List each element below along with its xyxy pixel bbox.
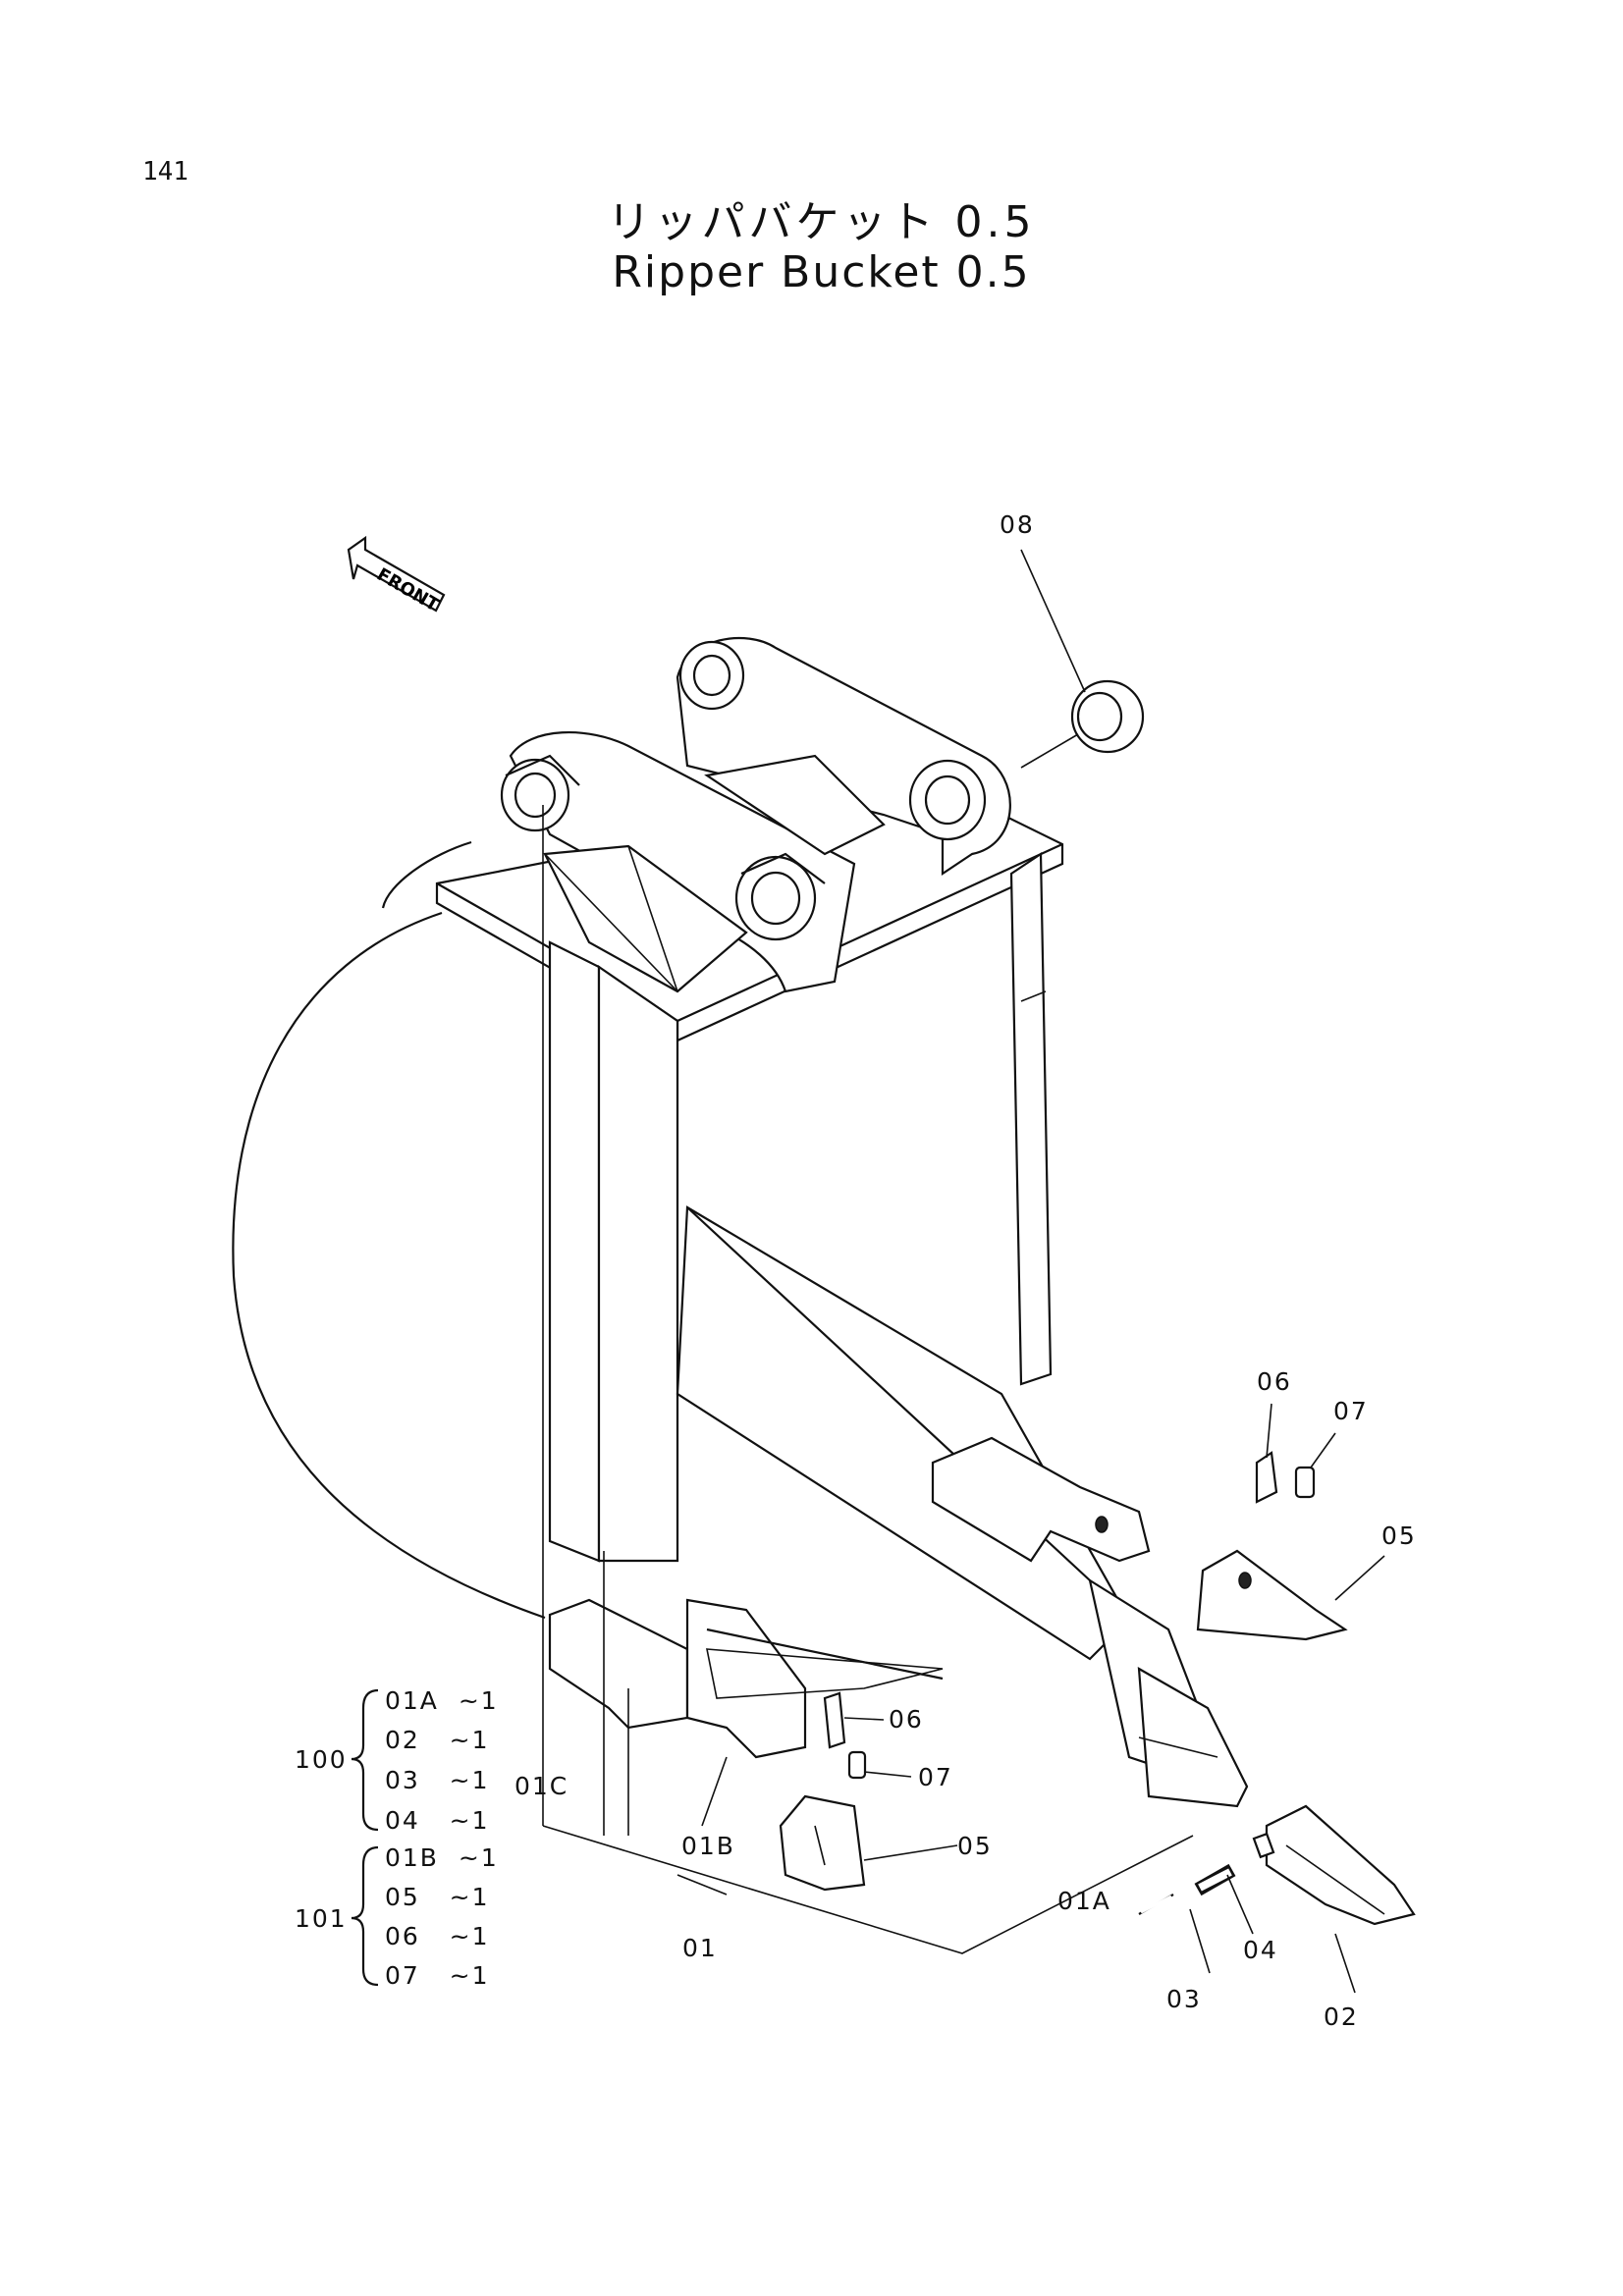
callout-07-mid: 07 [918, 1763, 953, 1791]
assembly-100-part-4: 04 ~1 [385, 1806, 490, 1835]
adapter-01A [1139, 1669, 1247, 1806]
pin-06-mid [825, 1693, 844, 1747]
assembly-number-100: 100 [295, 1745, 348, 1774]
callout-03: 03 [1166, 1985, 1202, 2013]
right-shank [1011, 854, 1051, 1384]
assembly-100-part-3: 03 ~1 [385, 1766, 490, 1794]
assembly-101-part-2: 05 ~1 [385, 1883, 490, 1911]
assembly-brace-101 [352, 1847, 378, 1985]
assembly-100-part-1: 01A ~1 [385, 1686, 499, 1715]
lock-07-mid [849, 1752, 865, 1778]
front-arrow-icon: FRONT [349, 538, 444, 616]
seal-ring-08 [1072, 681, 1143, 752]
right-bottom-boss [910, 761, 985, 839]
callout-07-right: 07 [1333, 1397, 1369, 1425]
left-top-boss [502, 756, 579, 830]
assembly-101-part-1: 01B ~1 [385, 1843, 499, 1872]
right-adapter [933, 1438, 1149, 1561]
callout-04: 04 [1243, 1936, 1278, 1964]
callout-01C: 01C [514, 1772, 569, 1800]
callout-02: 02 [1324, 2002, 1359, 2031]
callout-08: 08 [1000, 510, 1035, 539]
callout-06-mid: 06 [889, 1705, 924, 1734]
title-japanese: リッパバケット 0.5 [607, 197, 1036, 247]
callout-05-mid: 05 [957, 1832, 993, 1860]
leader-lines [543, 550, 1384, 1993]
left-bottom-boss [736, 854, 825, 939]
callout-01B: 01B [681, 1832, 735, 1860]
assembly-100-part-2: 02 ~1 [385, 1726, 490, 1754]
assembly-number-101: 101 [295, 1904, 348, 1933]
callout-06-right: 06 [1257, 1367, 1292, 1396]
page-number: 141 [142, 157, 189, 187]
left-shank [550, 942, 677, 1561]
pin-06-right [1257, 1453, 1276, 1502]
tooth-05-mid [781, 1796, 864, 1890]
leader-08-to-boss [1021, 734, 1078, 768]
tooth-05-right [1198, 1551, 1345, 1639]
callout-01: 01 [682, 1934, 718, 1962]
pin-03 [1139, 1895, 1173, 1914]
callout-01A: 01A [1057, 1887, 1111, 1915]
callout-05-right: 05 [1381, 1522, 1417, 1550]
assembly-brace-100 [352, 1690, 378, 1830]
lock-04 [1198, 1870, 1232, 1890]
assembly-101-part-4: 07 ~1 [385, 1961, 490, 1990]
title-english: Ripper Bucket 0.5 [612, 247, 1031, 297]
tooth-02 [1254, 1806, 1414, 1924]
left-adapter [550, 1600, 943, 1757]
assembly-101-part-3: 06 ~1 [385, 1922, 490, 1950]
right-top-boss [680, 642, 743, 709]
lock-07-right [1296, 1468, 1314, 1497]
